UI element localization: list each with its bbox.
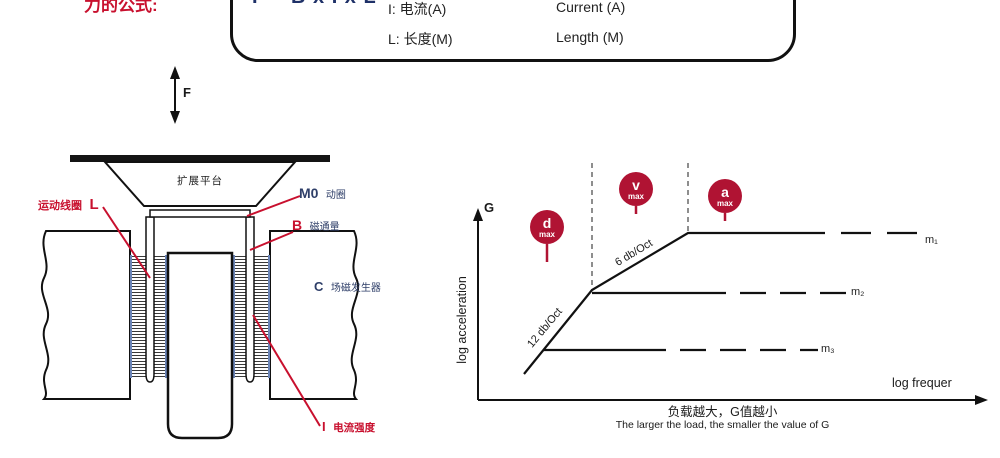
y-axis-label: log acceleration xyxy=(455,276,469,364)
x-axis-label: log frequer xyxy=(892,376,952,390)
curve-m1-solid xyxy=(523,231,795,375)
leader-lines xyxy=(102,195,321,427)
mass-label-m3: m₃ xyxy=(821,343,835,355)
moving-coil-label-symbol: L xyxy=(89,196,99,213)
formula-label-fragment: 力的公式: xyxy=(84,0,158,15)
moving-coil-bar xyxy=(149,209,251,218)
leader-m0 xyxy=(246,195,301,217)
m0-label: M0 动圈 xyxy=(299,185,346,203)
c-label: C 场磁发生器 xyxy=(314,278,381,296)
current-label-symbol: I xyxy=(322,419,326,434)
b-label-text: 磁通量 xyxy=(309,222,340,233)
badge-a-sub: max xyxy=(716,198,733,208)
moving-coil-label: 运动线圈 L xyxy=(38,196,99,214)
badge-v-sub: max xyxy=(627,191,644,201)
mass-label-m2: m₂ xyxy=(851,286,865,298)
platform-label: 扩展平台 xyxy=(177,175,223,187)
formula-row-length-en: Length (M) xyxy=(556,29,624,45)
force-arrow xyxy=(170,66,180,124)
magnet-block-left xyxy=(41,230,131,400)
c-label-text: 场磁发生器 xyxy=(330,283,381,294)
formula-fragment: F = B x I x L xyxy=(252,0,377,9)
formula-row-current-cn: I: 电流(A) xyxy=(388,1,447,17)
b-label-symbol: B xyxy=(292,217,303,233)
formula-row-length-cn: L: 长度(M) xyxy=(388,31,453,47)
badge-v-letter: v xyxy=(632,176,640,193)
badge-d-sub: max xyxy=(538,229,555,239)
table-bar xyxy=(70,155,330,162)
badge-a-letter: a xyxy=(721,183,729,200)
magnet-block-right xyxy=(269,230,359,400)
platform-trapezoid xyxy=(102,161,298,207)
caption-en: The larger the load, the smaller the val… xyxy=(615,419,830,431)
force-label: F xyxy=(183,85,191,100)
moving-coil-label-text: 运动线圈 xyxy=(38,200,82,212)
m0-label-symbol: M0 xyxy=(299,185,319,201)
leader-b xyxy=(249,231,294,251)
badge-d-letter: d xyxy=(542,214,552,231)
c-label-symbol: C xyxy=(314,279,324,294)
response-chart xyxy=(473,163,988,405)
m0-label-text: 动圈 xyxy=(325,190,346,201)
leader-current xyxy=(252,314,321,427)
badge-a-max: a max xyxy=(708,179,742,213)
caption-cn: 负载越大，G值越小 xyxy=(667,405,778,419)
badge-d-max: d max xyxy=(530,210,564,244)
shaker-diagram xyxy=(41,66,359,440)
badge-v-max: v max xyxy=(619,172,653,206)
current-label-text: 电流强度 xyxy=(333,422,376,434)
leader-moving-coil xyxy=(102,206,151,279)
axes xyxy=(473,208,988,405)
current-label: I 电流强度 xyxy=(322,418,375,436)
y-corner-label: G xyxy=(484,200,495,215)
b-label: B 磁通量 xyxy=(292,217,340,235)
badge-tails xyxy=(545,206,727,262)
coil-former-right xyxy=(245,216,255,383)
formula-row-current-en: Current (A) xyxy=(556,0,626,15)
mass-label-m1: m₁ xyxy=(925,234,938,246)
center-pole xyxy=(166,251,234,440)
formula-box: I: 电流(A) Current (A) L: 长度(M) Length (M) xyxy=(230,0,796,62)
coil-former-left xyxy=(145,216,155,383)
